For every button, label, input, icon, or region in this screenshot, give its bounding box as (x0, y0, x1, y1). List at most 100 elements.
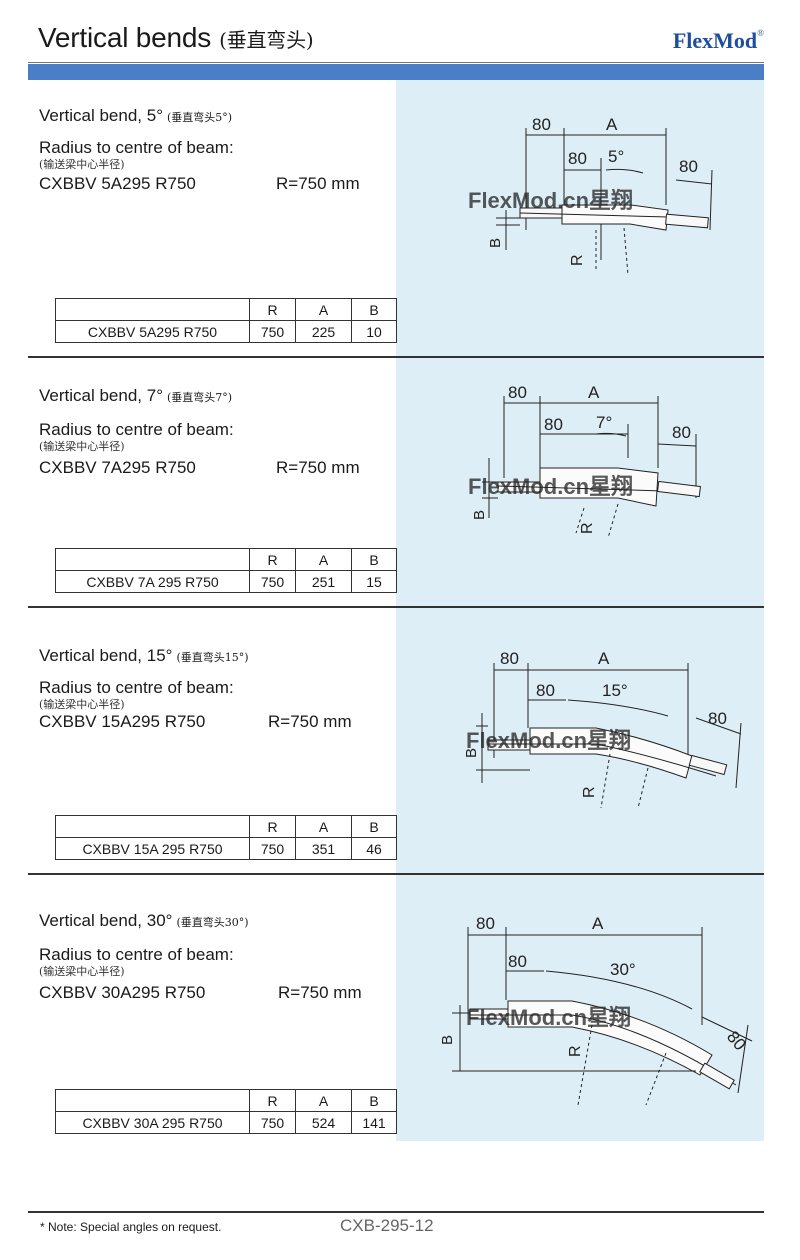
brand-text: FlexMod (672, 28, 758, 53)
cell-r: 750 (249, 1111, 296, 1134)
title-text: Vertical bends (38, 22, 212, 53)
watermark: FlexMod.cn星翔 (468, 474, 633, 499)
cell-b: 15 (351, 570, 397, 593)
dim-r-label: R (569, 254, 586, 266)
section-heading: Vertical bend, 5°(垂直弯头5°) (39, 106, 232, 126)
angle-label: 7° (596, 413, 612, 432)
dim-b-label: B (463, 748, 480, 758)
dim-a-label: A (588, 383, 600, 402)
radius-label: Radius to centre of beam: (39, 945, 234, 964)
section-heading: Vertical bend, 7° (垂直弯头7°) (39, 386, 232, 406)
table-header-blank (55, 1089, 250, 1112)
section-heading: Vertical bend, 15°(垂直弯头15°) (39, 646, 249, 666)
col-a-header: A (295, 548, 352, 571)
spec-table: R A B CXBBV 15A 295 R750 750 351 46 (55, 815, 397, 860)
dim-b-label: B (487, 238, 504, 248)
dim-80-label: 80 (500, 649, 519, 668)
col-r-header: R (249, 298, 296, 321)
dim-80-end-label: 80 (672, 423, 691, 442)
cell-r: 750 (249, 837, 296, 860)
header-divider (28, 62, 764, 63)
radius-label-zh: (输送梁中心半径) (39, 698, 125, 711)
radius-label-zh: (输送梁中心半径) (39, 965, 125, 978)
radius-value: R=750 mm (276, 458, 360, 477)
angle-label: 15° (602, 681, 628, 700)
cell-b: 46 (351, 837, 397, 860)
bend-drawing: 80 A 80 7° 80 B R FlexMod.cn星翔 (468, 383, 702, 539)
col-a-header: A (295, 815, 352, 838)
drawing-panel: 80 A 80 15° 80 B R FlexMod.cn星翔 (396, 608, 764, 873)
cell-a: 524 (295, 1111, 352, 1134)
dim-b-label: B (439, 1035, 456, 1045)
radius-label-zh: (输送梁中心半径) (39, 158, 125, 171)
col-r-header: R (249, 1089, 296, 1112)
cell-r: 750 (249, 570, 296, 593)
dim-80-end-label: 80 (708, 709, 727, 728)
dim-80-label: 80 (476, 914, 495, 933)
dim-80-inner-label: 80 (568, 149, 587, 168)
table-header-blank (55, 298, 250, 321)
footer-note: * Note: Special angles on request. (40, 1220, 222, 1234)
table-header-row: R A B (55, 548, 397, 571)
col-a-header: A (295, 298, 352, 321)
angle-label: 30° (610, 960, 636, 979)
bend-drawing: 80 A 80 30° 80 B R FlexMod.cn星翔 (439, 914, 753, 1106)
dim-a-label: A (592, 914, 604, 933)
watermark: FlexMod.cn星翔 (468, 188, 633, 213)
spec-table: R A B CXBBV 30A 295 R750 750 524 141 (55, 1089, 397, 1134)
spec-table: R A B CXBBV 7A 295 R750 750 251 15 (55, 548, 397, 593)
col-b-header: B (351, 298, 397, 321)
table-header-row: R A B (55, 298, 397, 321)
section-bend-15: 80 A 80 15° 80 B R FlexMod.cn星翔 Vertical… (28, 608, 764, 875)
model-code: CXBBV 15A295 R750 (39, 712, 206, 731)
table-row: CXBBV 7A 295 R750 750 251 15 (55, 570, 397, 593)
dim-80-label: 80 (532, 115, 551, 134)
watermark: FlexMod.cn星翔 (466, 728, 631, 753)
col-b-header: B (351, 815, 397, 838)
angle-label: 5° (608, 147, 624, 166)
heading-text: Vertical bend, 7° (39, 386, 163, 405)
spec-table: R A B CXBBV 5A295 R750 750 225 10 (55, 298, 397, 343)
header-blue-bar (28, 64, 764, 80)
dim-a-label: A (598, 649, 610, 668)
cell-a: 251 (295, 570, 352, 593)
col-b-header: B (351, 1089, 397, 1112)
dim-80-label: 80 (508, 383, 527, 402)
heading-zh: (垂直弯头15°) (176, 651, 249, 664)
heading-zh: (垂直弯头7°) (167, 391, 233, 404)
table-row: CXBBV 5A295 R750 750 225 10 (55, 320, 397, 343)
section-divider (28, 606, 764, 608)
section-bend-30: 80 A 80 30° 80 B R FlexMod.cn星翔 Vertical… (28, 875, 764, 1141)
drawing-panel: 80 A 80 30° 80 B R FlexMod.cn星翔 (396, 875, 764, 1141)
cell-r: 750 (249, 320, 296, 343)
col-a-header: A (295, 1089, 352, 1112)
heading-text: Vertical bend, 15° (39, 646, 173, 665)
drawing-panel: 80 A 80 5° 80 B R FlexMod.cn星翔 (396, 80, 764, 356)
document-code: CXB-295-12 (340, 1216, 434, 1235)
bend-drawing: 80 A 80 15° 80 B R FlexMod.cn星翔 (463, 649, 742, 809)
dim-r-label: R (581, 786, 598, 798)
dim-80-end-label: 80 (679, 157, 698, 176)
cell-a: 351 (295, 837, 352, 860)
bend-drawing: 80 A 80 5° 80 B R FlexMod.cn星翔 (468, 115, 713, 276)
col-r-header: R (249, 815, 296, 838)
table-header-row: R A B (55, 815, 397, 838)
watermark: FlexMod.cn星翔 (466, 1005, 631, 1030)
page-title: Vertical bends (垂直弯头) (38, 22, 314, 54)
table-row: CXBBV 30A 295 R750 750 524 141 (55, 1111, 397, 1134)
table-header-blank (55, 815, 250, 838)
radius-label-zh: (输送梁中心半径) (39, 440, 125, 453)
title-zh: (垂直弯头) (219, 28, 314, 52)
dim-a-label: A (606, 115, 618, 134)
radius-label: Radius to centre of beam: (39, 678, 234, 697)
radius-label: Radius to centre of beam: (39, 138, 234, 157)
dim-80-end-label: 80 (723, 1027, 750, 1054)
heading-zh: (垂直弯头30°) (176, 916, 249, 929)
cell-b: 141 (351, 1111, 397, 1134)
dim-r-label: R (567, 1045, 584, 1057)
radius-value: R=750 mm (278, 983, 362, 1002)
cell-model: CXBBV 5A295 R750 (55, 320, 250, 343)
section-bend-7: 80 A 80 7° 80 B R FlexMod.cn星翔 Vertical … (28, 358, 764, 608)
model-code: CXBBV 30A295 R750 (39, 983, 206, 1002)
dim-80-inner-label: 80 (544, 415, 563, 434)
